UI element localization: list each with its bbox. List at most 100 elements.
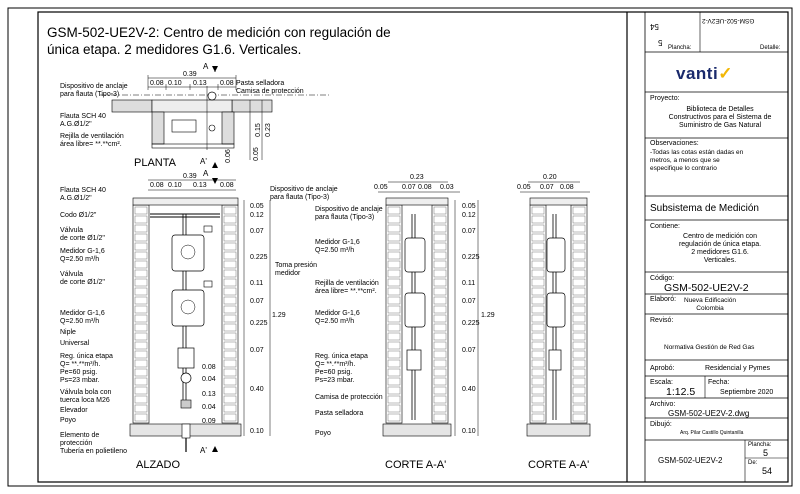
plan-dim-v4: 0.06 <box>224 149 232 163</box>
wall-block <box>572 287 586 296</box>
elev-dim-top-1: 0.08 <box>150 182 164 189</box>
marker-a-elev: A <box>203 169 209 178</box>
wall-block <box>387 359 401 368</box>
sec-label-0: Dispositivo de anclaje para flauta (Tipo… <box>315 206 383 221</box>
wall-block <box>433 377 447 386</box>
wall-block <box>531 224 545 233</box>
elev-left-label-9: Válvula bola con tuerca loca M26 <box>60 389 112 404</box>
wall-block <box>531 377 545 386</box>
wall-block <box>134 296 148 305</box>
wall-block <box>572 341 586 350</box>
elev-right-dim-0: 0.05 <box>250 203 264 210</box>
wall-block <box>572 215 586 224</box>
wall-block <box>531 206 545 215</box>
logo-check-icon: ✓ <box>718 64 733 83</box>
vanti-logo: vanti✓ <box>676 64 733 84</box>
elev-inner-dim-2: 0.13 <box>202 391 216 398</box>
wall-block <box>134 413 148 422</box>
wall-block <box>531 323 545 332</box>
wall-block <box>134 341 148 350</box>
elev-dim-top-3: 0.13 <box>193 182 207 189</box>
tb-codigo-label: Código: <box>650 275 675 282</box>
wall-block <box>572 305 586 314</box>
wall-block <box>531 314 545 323</box>
tb-dibujo-label: Dibujó: <box>650 421 672 428</box>
plan-dim-4: 0.08 <box>220 80 234 87</box>
wall-block <box>387 224 401 233</box>
tb-contiene-label: Contiene: <box>650 223 680 230</box>
sec1-right-dim-1: 0.12 <box>462 212 476 219</box>
wall-block <box>223 296 237 305</box>
wall-block <box>134 386 148 395</box>
wall-block <box>387 233 401 242</box>
wall-block <box>134 206 148 215</box>
wall-block <box>223 350 237 359</box>
wall-block <box>433 296 447 305</box>
wall-block <box>531 395 545 404</box>
tb-reviso-value: Normativa Gestión de Red Gas <box>664 344 755 351</box>
sec-label-6: Pasta selladora <box>315 410 364 417</box>
wall-block <box>387 269 401 278</box>
wall-block <box>572 251 586 260</box>
elev-inner-dim-3: 0.04 <box>202 404 216 411</box>
wall-block <box>387 377 401 386</box>
wall-block <box>387 350 401 359</box>
elev-left-label-2: Válvula de corte Ø1/2" <box>60 227 105 242</box>
wall-block <box>387 215 401 224</box>
tb-bottom-code: GSM-502-UE2V-2 <box>658 456 723 465</box>
wall-block <box>433 206 447 215</box>
wall-block <box>433 260 447 269</box>
wall-block <box>531 296 545 305</box>
tb-fecha-value: Septiembre 2020 <box>720 389 774 396</box>
tb-bottom-plancha-label: Plancha: <box>748 442 772 448</box>
sec1-dim-total: 0.23 <box>410 174 424 181</box>
elev-right-dim-8: 0.40 <box>250 386 264 393</box>
wall-block <box>572 368 586 377</box>
elev-left-label-1: Codo Ø1/2" <box>60 212 97 219</box>
tb-observaciones-label: Observaciones: <box>650 140 699 147</box>
elev-right-dim-2: 0.07 <box>250 228 264 235</box>
marker-a-top: A <box>203 62 209 71</box>
plan-label-rejilla: Rejilla de ventilación área libre= **.**… <box>60 133 124 148</box>
wall-block <box>572 377 586 386</box>
tb-bottom-plancha: 5 <box>763 448 769 458</box>
wall-block <box>387 314 401 323</box>
wall-block <box>433 386 447 395</box>
sec1-right-dim-4: 0.11 <box>462 280 476 287</box>
title-block-grid <box>645 12 788 482</box>
elev-left-label-5: Medidor G-1,6 Q=2.50 m³/h <box>60 310 105 325</box>
tb-dibujo-value: Arq. Pilar Castillo Quintanilla <box>680 430 744 436</box>
tb-aprobo-label: Aprobó: <box>650 365 675 372</box>
wall-block <box>572 323 586 332</box>
wall-block <box>387 386 401 395</box>
wall-block <box>134 305 148 314</box>
sec1-dim-3: 0.08 <box>418 184 432 191</box>
wall-block <box>531 287 545 296</box>
plan-label-pasta: Pasta selladora <box>236 80 285 87</box>
tb-plancha-label: Plancha: <box>668 45 692 51</box>
elev-dim-total: 0.39 <box>183 173 197 180</box>
tb-observaciones-value: -Todas las cotas están dadas en metros, … <box>650 149 744 172</box>
wall-block <box>223 332 237 341</box>
wall-block <box>433 305 447 314</box>
wall-block <box>433 404 447 413</box>
wall-block <box>223 386 237 395</box>
wall-block <box>531 359 545 368</box>
marker-a-prime-plan: A' <box>200 157 207 166</box>
elev-left-label-10: Elevador <box>60 407 88 414</box>
sec1-right-dim-3: 0.225 <box>462 254 480 261</box>
tb-reviso-label: Revisó: <box>650 317 674 324</box>
sec2-dim-total: 0.20 <box>543 174 557 181</box>
wall-block <box>433 215 447 224</box>
elev-inner-dim-4: 0.09 <box>202 418 216 425</box>
wall-block <box>134 359 148 368</box>
wall-block <box>134 377 148 386</box>
wall-block <box>387 242 401 251</box>
wall-block <box>433 251 447 260</box>
wall-block <box>531 233 545 242</box>
wall-block <box>433 278 447 287</box>
wall-block <box>433 314 447 323</box>
wall-block <box>134 224 148 233</box>
elev-right-dim-5: 0.07 <box>250 298 264 305</box>
wall-block <box>572 206 586 215</box>
